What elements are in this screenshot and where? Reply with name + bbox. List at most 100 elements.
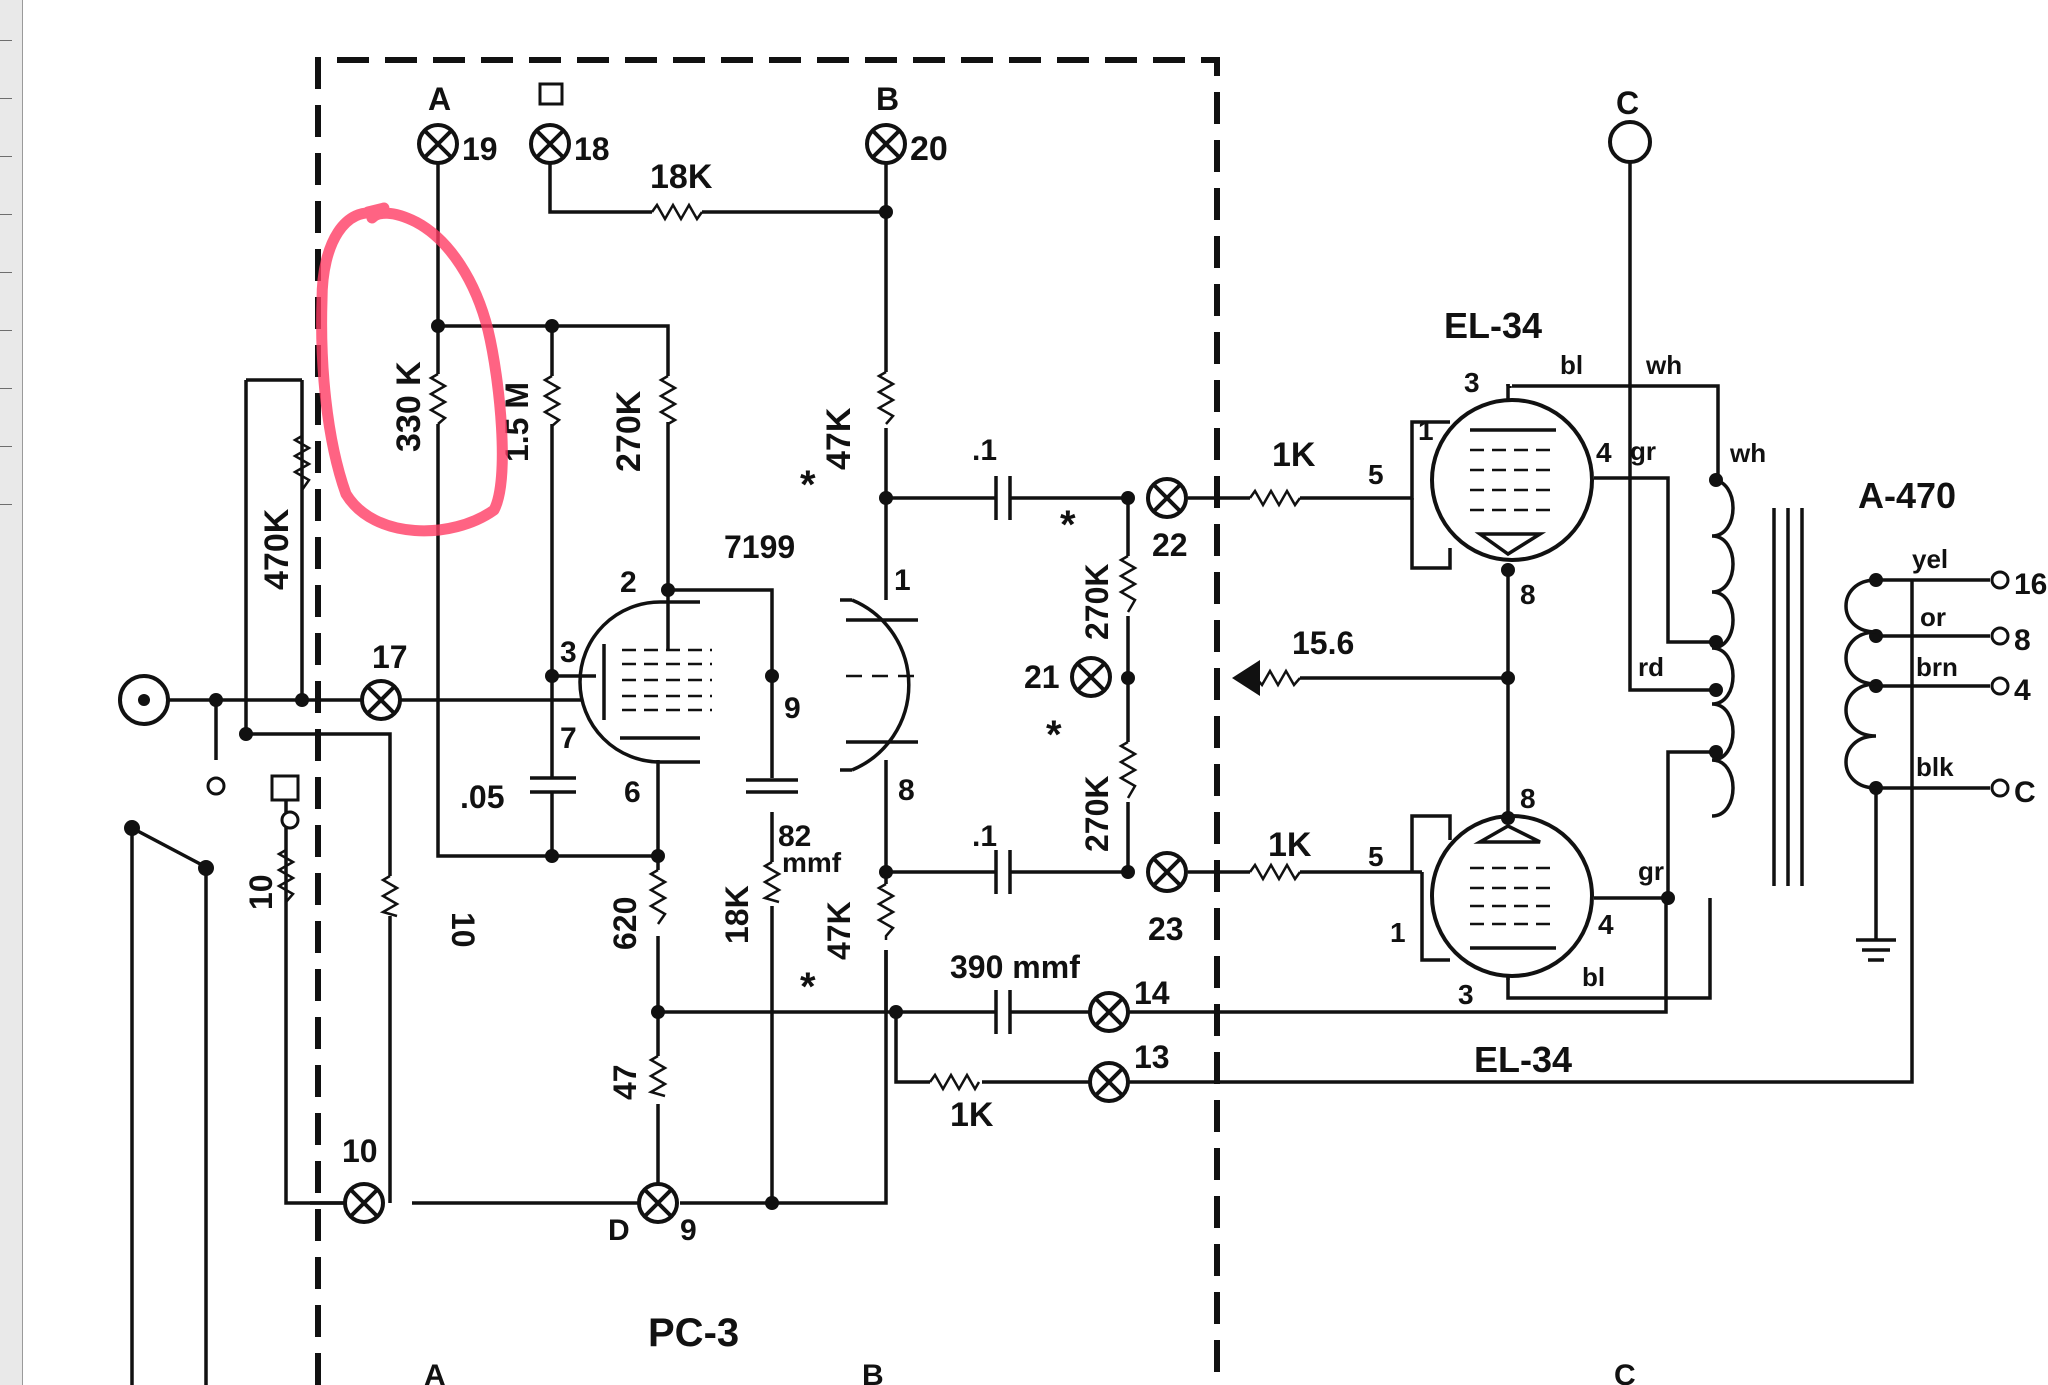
label-bot-pin4: 4 (1598, 909, 1614, 940)
label-terminal-21: 21 (1024, 659, 1060, 695)
label-bot-pin3: 3 (1458, 979, 1474, 1010)
label-star-4: * (800, 965, 816, 1009)
label-c-bottom: .1 (972, 820, 997, 853)
board-outline (315, 57, 1220, 1385)
label-r270k-a: 270K (610, 390, 648, 472)
label-bot-pin8: 8 (1520, 783, 1536, 814)
label-terminal-19: 19 (462, 131, 498, 167)
label-terminal-23: 23 (1148, 911, 1184, 947)
label-tube-7199: 7199 (724, 529, 795, 565)
label-c82-unit: mmf (782, 847, 842, 878)
label-terminal-18: 18 (574, 131, 610, 167)
label-top-pin5: 5 (1368, 459, 1384, 490)
label-c82: 82 (778, 820, 811, 853)
label-terminal-9: 9 (680, 1214, 697, 1247)
ruler-tick (0, 388, 12, 389)
label-top-pin3: 3 (1464, 367, 1480, 398)
label-wire-gr-top: gr (1630, 436, 1656, 466)
label-terminal-13: 13 (1134, 1039, 1170, 1075)
label-r1k-bottom: 1K (1268, 826, 1312, 864)
label-r18k-top: 18K (650, 158, 713, 196)
ruler-tick (0, 214, 12, 215)
ruler-tick (0, 40, 12, 41)
ruler-tick (0, 446, 12, 447)
page-ruler (0, 0, 23, 1385)
wiring (130, 140, 1990, 1385)
label-top-pin1: 1 (1418, 415, 1434, 446)
label-star-2: * (1060, 503, 1076, 547)
label-terminal-d: D (608, 1214, 630, 1247)
label-7199-pin3: 3 (560, 636, 577, 669)
junctions (209, 205, 2010, 1210)
label-terminal-a: A (428, 81, 451, 117)
label-7199-pin1: 1 (894, 564, 911, 597)
resistors (276, 202, 1302, 1098)
label-output-8: 8 (2014, 624, 2031, 657)
label-terminal-20: 20 (910, 130, 948, 168)
label-r330k: 330 K (390, 361, 428, 452)
label-bot-pin5: 5 (1368, 841, 1384, 872)
label-c-top: .1 (972, 434, 997, 467)
label-bot-pin1: 1 (1390, 917, 1406, 948)
label-r1k-top: 1K (1272, 436, 1316, 474)
label-output-c: C (2014, 776, 2036, 809)
label-r47: 47 (607, 1064, 643, 1100)
terminals (118, 82, 1652, 1224)
ruler-tick (0, 504, 12, 505)
schematic-page: A 19 18 B 20 C 18K 330 K 1.5 M 270K 47K … (23, 0, 2048, 1385)
ruler-tick (0, 98, 12, 99)
label-r10-left: 10 (243, 874, 279, 910)
label-wire-wh-top: wh (1645, 350, 1682, 380)
label-7199-pin9: 9 (784, 692, 801, 725)
capacitors (530, 476, 1012, 1034)
label-board-pc3: PC-3 (648, 1311, 739, 1355)
label-7199-pin2: 2 (620, 566, 637, 599)
label-r15-6: 15.6 (1292, 625, 1354, 661)
label-r1k-feedback: 1K (950, 1096, 994, 1134)
label-terminal-17: 17 (372, 639, 408, 675)
label-terminal-14: 14 (1134, 975, 1170, 1011)
ruler-tick (0, 272, 12, 273)
label-wire-or: or (1920, 602, 1946, 632)
label-star-3: * (1046, 713, 1062, 757)
label-terminal-22: 22 (1152, 527, 1188, 563)
label-r47k-bottom: 47K (821, 901, 857, 960)
ruler-tick (0, 156, 12, 157)
label-bottom-c: C (1614, 1359, 1636, 1385)
tube-el34-bottom (1410, 814, 1594, 980)
label-c05: .05 (460, 779, 504, 815)
label-el34-top: EL-34 (1444, 305, 1542, 346)
label-wire-rd: rd (1638, 652, 1664, 682)
label-7199-pin6: 6 (624, 776, 641, 809)
label-bottom-a: A (424, 1359, 446, 1385)
label-r470k: 470K (258, 508, 296, 590)
annotation-circle (316, 202, 508, 537)
label-terminal-10: 10 (342, 1133, 378, 1169)
label-wire-yel: yel (1912, 544, 1948, 574)
label-r18k-mid: 18K (719, 885, 755, 944)
label-r270k-b: 270K (1079, 564, 1115, 641)
label-wire-brn: brn (1916, 652, 1958, 682)
label-r270k-c: 270K (1079, 776, 1115, 853)
label-output-4: 4 (2014, 674, 2031, 707)
label-c390: 390 mmf (950, 949, 1080, 985)
schematic-diagram: A 19 18 B 20 C 18K 330 K 1.5 M 270K 47K … (118, 57, 2047, 1385)
label-wire-gr-bottom: gr (1638, 856, 1664, 886)
label-bottom-b: B (862, 1359, 884, 1385)
tube-7199 (578, 590, 918, 772)
label-7199-pin8: 8 (898, 774, 915, 807)
label-el34-bottom: EL-34 (1474, 1039, 1572, 1080)
label-wire-bl-bottom: bl (1582, 962, 1605, 992)
ruler-tick (0, 330, 12, 331)
label-r10-right: 10 (445, 912, 481, 948)
labels: A 19 18 B 20 C 18K 330 K 1.5 M 270K 47K … (243, 81, 2047, 1385)
label-output-16: 16 (2014, 568, 2047, 601)
label-transformer: A-470 (1858, 475, 1956, 516)
tube-el34-top (1430, 386, 1594, 562)
arrow-head (1232, 660, 1260, 696)
label-7199-pin7: 7 (560, 722, 577, 755)
label-wire-blk: blk (1916, 752, 1954, 782)
transformer-a470 (1711, 478, 1877, 886)
label-star-1: * (800, 463, 816, 507)
